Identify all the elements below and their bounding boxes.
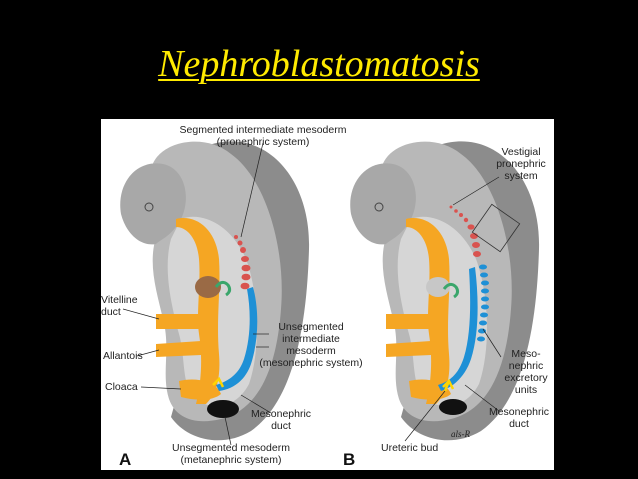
embryo-a-green-duct bbox=[214, 280, 232, 297]
embryo-b-green-duct bbox=[442, 282, 460, 299]
embryo-b-body-wall bbox=[401, 141, 540, 441]
label-mesoderm: mesoderm bbox=[286, 345, 336, 357]
artist-signature: als-R bbox=[451, 429, 471, 439]
embryo-b-head bbox=[350, 163, 416, 245]
embryo-a-eye bbox=[144, 202, 154, 212]
label-unsegmented: Unsegmented bbox=[278, 321, 344, 333]
embryo-figure: Segmented intermediate mesoderm (proneph… bbox=[101, 119, 554, 470]
label-intermediate: intermediate bbox=[282, 333, 340, 345]
embryo-b-liver bbox=[426, 277, 450, 297]
embryo-b-allantois bbox=[386, 314, 448, 329]
embryo-b-vitelline-duct bbox=[386, 341, 440, 357]
slide-title-text: Nephroblastomatosis bbox=[158, 43, 480, 85]
panel-a-leaders bbox=[122, 142, 272, 446]
label-duct-b: duct bbox=[509, 418, 529, 430]
embryo-a bbox=[120, 141, 310, 441]
embryo-a-bud bbox=[212, 376, 225, 388]
panel-b-leaders bbox=[404, 176, 502, 442]
embryo-b-excretory-units bbox=[477, 264, 489, 342]
panel-a-labels: Segmented intermediate mesoderm (proneph… bbox=[101, 124, 363, 469]
embryo-b-vestigial-box bbox=[471, 203, 521, 253]
label-units: units bbox=[515, 384, 537, 396]
embryo-a-liver bbox=[195, 276, 221, 298]
label-pronephric: pronephric bbox=[496, 158, 546, 170]
label-nephric: nephric bbox=[509, 360, 543, 372]
label-ureteric-bud: Ureteric bud bbox=[381, 442, 438, 454]
embryo-b-mesonephric-duct bbox=[438, 267, 478, 391]
label-pronephric-system: (pronephric system) bbox=[217, 136, 310, 148]
label-cloaca: Cloaca bbox=[105, 381, 138, 393]
embryo-b-metanephric-mesoderm bbox=[439, 399, 467, 415]
label-system: system bbox=[504, 170, 538, 182]
label-mesonephric-a: Mesonephric bbox=[251, 408, 311, 420]
embryo-a-metanephric-mesoderm bbox=[207, 400, 239, 418]
label-mesonephric-system: (mesonephric system) bbox=[259, 357, 362, 369]
embryo-b-ureteric-bud bbox=[442, 378, 455, 392]
label-metanephric-system: (metanephric system) bbox=[181, 454, 282, 466]
label-excretory: excretory bbox=[504, 372, 548, 384]
embryo-a-vitelline-duct bbox=[156, 341, 210, 357]
embryo-diagram: Segmented intermediate mesoderm (proneph… bbox=[101, 124, 549, 469]
embryo-a-allantois bbox=[156, 314, 218, 329]
panel-label-a: A bbox=[119, 450, 131, 469]
embryo-a-mesonephric-duct bbox=[216, 287, 258, 391]
slide-title: Nephroblastomatosis bbox=[0, 42, 638, 86]
label-segmented: Segmented intermediate mesoderm bbox=[180, 124, 347, 136]
embryo-a-head bbox=[120, 163, 186, 245]
label-vitelline-duct: duct bbox=[101, 306, 121, 318]
label-duct-a: duct bbox=[271, 420, 291, 432]
embryo-b-eye bbox=[374, 202, 384, 212]
label-mesonephric-b: Mesonephric bbox=[489, 406, 549, 418]
embryo-b-gut bbox=[406, 218, 450, 404]
embryo-b bbox=[350, 141, 540, 441]
label-meso: Meso- bbox=[511, 348, 541, 360]
label-unsegmented-mesoderm: Unsegmented mesoderm bbox=[172, 442, 290, 454]
embryo-a-body-wall bbox=[171, 141, 310, 441]
panel-b-labels: Vestigial pronephric system Meso- nephri… bbox=[343, 146, 549, 469]
panel-label-b: B bbox=[343, 450, 355, 469]
embryo-a-pronephric-segments bbox=[234, 235, 251, 290]
label-vestigial: Vestigial bbox=[501, 146, 540, 158]
embryo-a-gut bbox=[176, 218, 220, 404]
embryo-a-cloaca bbox=[179, 379, 221, 400]
label-vitelline: Vitelline bbox=[101, 294, 138, 306]
label-allantois: Allantois bbox=[103, 350, 143, 362]
